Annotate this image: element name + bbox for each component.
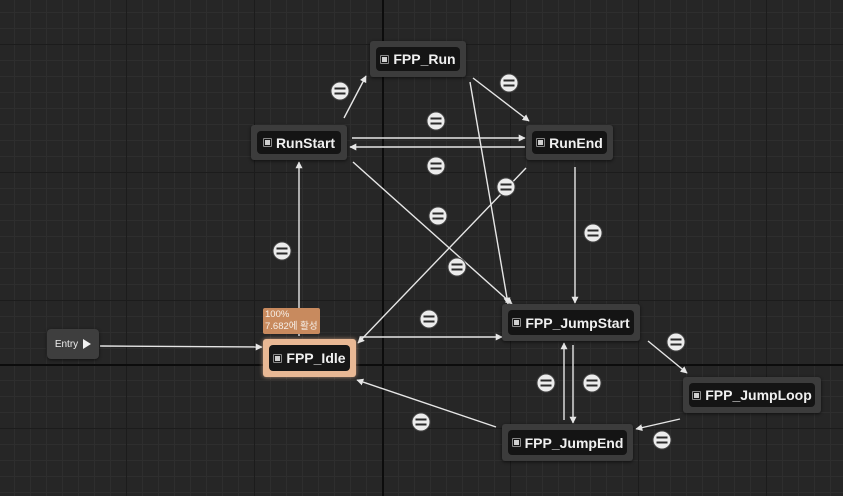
state-icon — [692, 390, 702, 400]
wire-jumpend-to-idle — [356, 378, 497, 428]
state-icon — [262, 138, 272, 147]
transition-rule-icon[interactable] — [419, 309, 439, 329]
active-time: 7.682에 활성 — [265, 321, 318, 332]
exec-pin-icon[interactable] — [83, 339, 92, 349]
state-icon — [536, 138, 546, 147]
wire-entry-to-idle — [99, 343, 263, 351]
state-node-fpp-idle[interactable]: FPP_Idle — [263, 339, 356, 377]
state-name: FPP_Run — [393, 51, 456, 67]
state-node-runend[interactable]: RunEnd — [526, 125, 613, 160]
state-icon — [512, 318, 522, 327]
transition-rule-icon[interactable] — [428, 206, 448, 226]
wire-runstart-to-run — [343, 75, 367, 119]
transition-rule-icon[interactable] — [666, 332, 686, 352]
transition-rule-icon[interactable] — [652, 430, 672, 450]
transition-rule-icon[interactable] — [496, 177, 516, 197]
state-name: RunStart — [275, 134, 336, 151]
transition-rule-icon[interactable] — [447, 257, 467, 277]
entry-label: Entry — [54, 338, 79, 350]
active-weight: 100% — [265, 309, 290, 320]
transition-rule-icon[interactable] — [583, 223, 603, 243]
wire-run-to-runend — [472, 77, 530, 122]
transition-rule-icon[interactable] — [330, 81, 350, 101]
state-name: RunEnd — [549, 134, 603, 151]
graph-origin-vertical — [382, 0, 384, 496]
state-name: FPP_JumpStart — [525, 314, 630, 331]
wire-runstart-to-jumpstart — [352, 161, 513, 305]
wire-run-to-jumpstart — [469, 81, 511, 305]
transition-rule-icon[interactable] — [411, 412, 431, 432]
transition-rule-icon[interactable] — [426, 156, 446, 176]
state-name: FPP_Idle — [286, 350, 346, 366]
wire-runend-to-idle — [357, 167, 527, 344]
state-node-runstart[interactable]: RunStart — [251, 125, 347, 160]
state-node-fpp-jumpstart[interactable]: FPP_JumpStart — [502, 304, 640, 341]
state-node-fpp-jumploop[interactable]: FPP_JumpLoop — [683, 377, 821, 413]
transition-rule-icon[interactable] — [499, 73, 519, 93]
transition-rule-icon[interactable] — [426, 111, 446, 131]
state-icon — [273, 353, 283, 363]
state-name: FPP_JumpEnd — [524, 434, 624, 451]
transition-rule-icon[interactable] — [582, 373, 602, 393]
state-icon — [511, 438, 521, 447]
transition-rule-icon[interactable] — [536, 373, 556, 393]
state-node-fpp-jumpend[interactable]: FPP_JumpEnd — [502, 424, 633, 461]
wire-jumpstart-to-jumploop — [647, 340, 688, 374]
wire-jumploop-to-jumpend — [635, 418, 681, 432]
entry-node[interactable]: Entry — [47, 329, 99, 359]
active-state-overlay: 100% 7.682에 활성 — [263, 308, 320, 334]
state-node-fpp-run[interactable]: FPP_Run — [370, 41, 466, 77]
transition-rule-icon[interactable] — [272, 241, 292, 261]
state-icon — [380, 54, 390, 64]
graph-origin-horizontal — [0, 364, 843, 366]
state-name: FPP_JumpLoop — [705, 387, 812, 403]
